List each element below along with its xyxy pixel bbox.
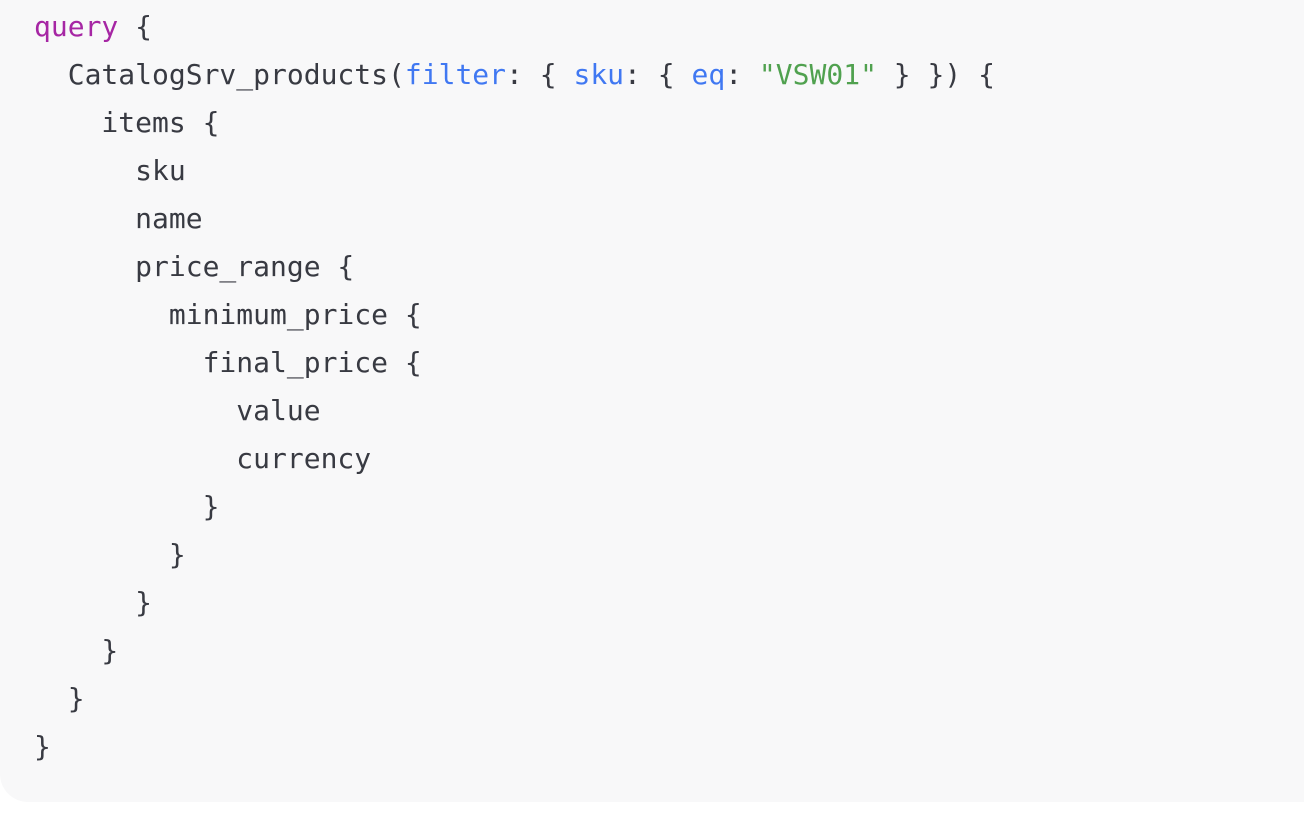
code-line: CatalogSrv_products(filter: { sku: { eq:… <box>34 51 1304 99</box>
token-string: "VSW01" <box>758 58 877 91</box>
token-plain: minimum_price { <box>34 298 422 331</box>
token-plain: } <box>34 538 186 571</box>
token-plain: } <box>34 682 85 715</box>
code-line: } <box>34 723 1304 771</box>
code-line: } <box>34 627 1304 675</box>
token-plain: sku <box>34 154 186 187</box>
code-line: sku <box>34 147 1304 195</box>
code-line: name <box>34 195 1304 243</box>
token-plain: : { <box>506 58 574 91</box>
token-field: eq <box>691 58 726 91</box>
code-line: } <box>34 579 1304 627</box>
code-line: } <box>34 675 1304 723</box>
code-line: value <box>34 387 1304 435</box>
code-line: } <box>34 483 1304 531</box>
token-plain: } <box>34 490 220 523</box>
token-plain: name <box>34 202 203 235</box>
token-plain: } }) { <box>876 58 995 91</box>
code-line: query { <box>34 3 1304 51</box>
token-plain: price_range { <box>34 250 355 283</box>
token-plain: items { <box>34 106 220 139</box>
token-plain: CatalogSrv_products( <box>34 58 405 91</box>
code-line: final_price { <box>34 339 1304 387</box>
code-line: items { <box>34 99 1304 147</box>
token-plain: final_price { <box>34 346 422 379</box>
token-plain: } <box>34 634 119 667</box>
token-field: filter <box>404 58 507 91</box>
token-plain: : <box>725 58 759 91</box>
code-line: price_range { <box>34 243 1304 291</box>
token-plain: : { <box>624 58 692 91</box>
token-plain: currency <box>34 442 372 475</box>
token-plain: value <box>34 394 321 427</box>
token-keyword: query <box>34 10 119 43</box>
token-plain: { <box>118 10 153 43</box>
token-plain: } <box>34 586 153 619</box>
token-field: sku <box>573 58 625 91</box>
code-line: minimum_price { <box>34 291 1304 339</box>
code-line: currency <box>34 435 1304 483</box>
graphql-query-code: query { CatalogSrv_products(filter: { sk… <box>34 3 1304 771</box>
code-line: } <box>34 531 1304 579</box>
token-plain: } <box>34 730 51 763</box>
